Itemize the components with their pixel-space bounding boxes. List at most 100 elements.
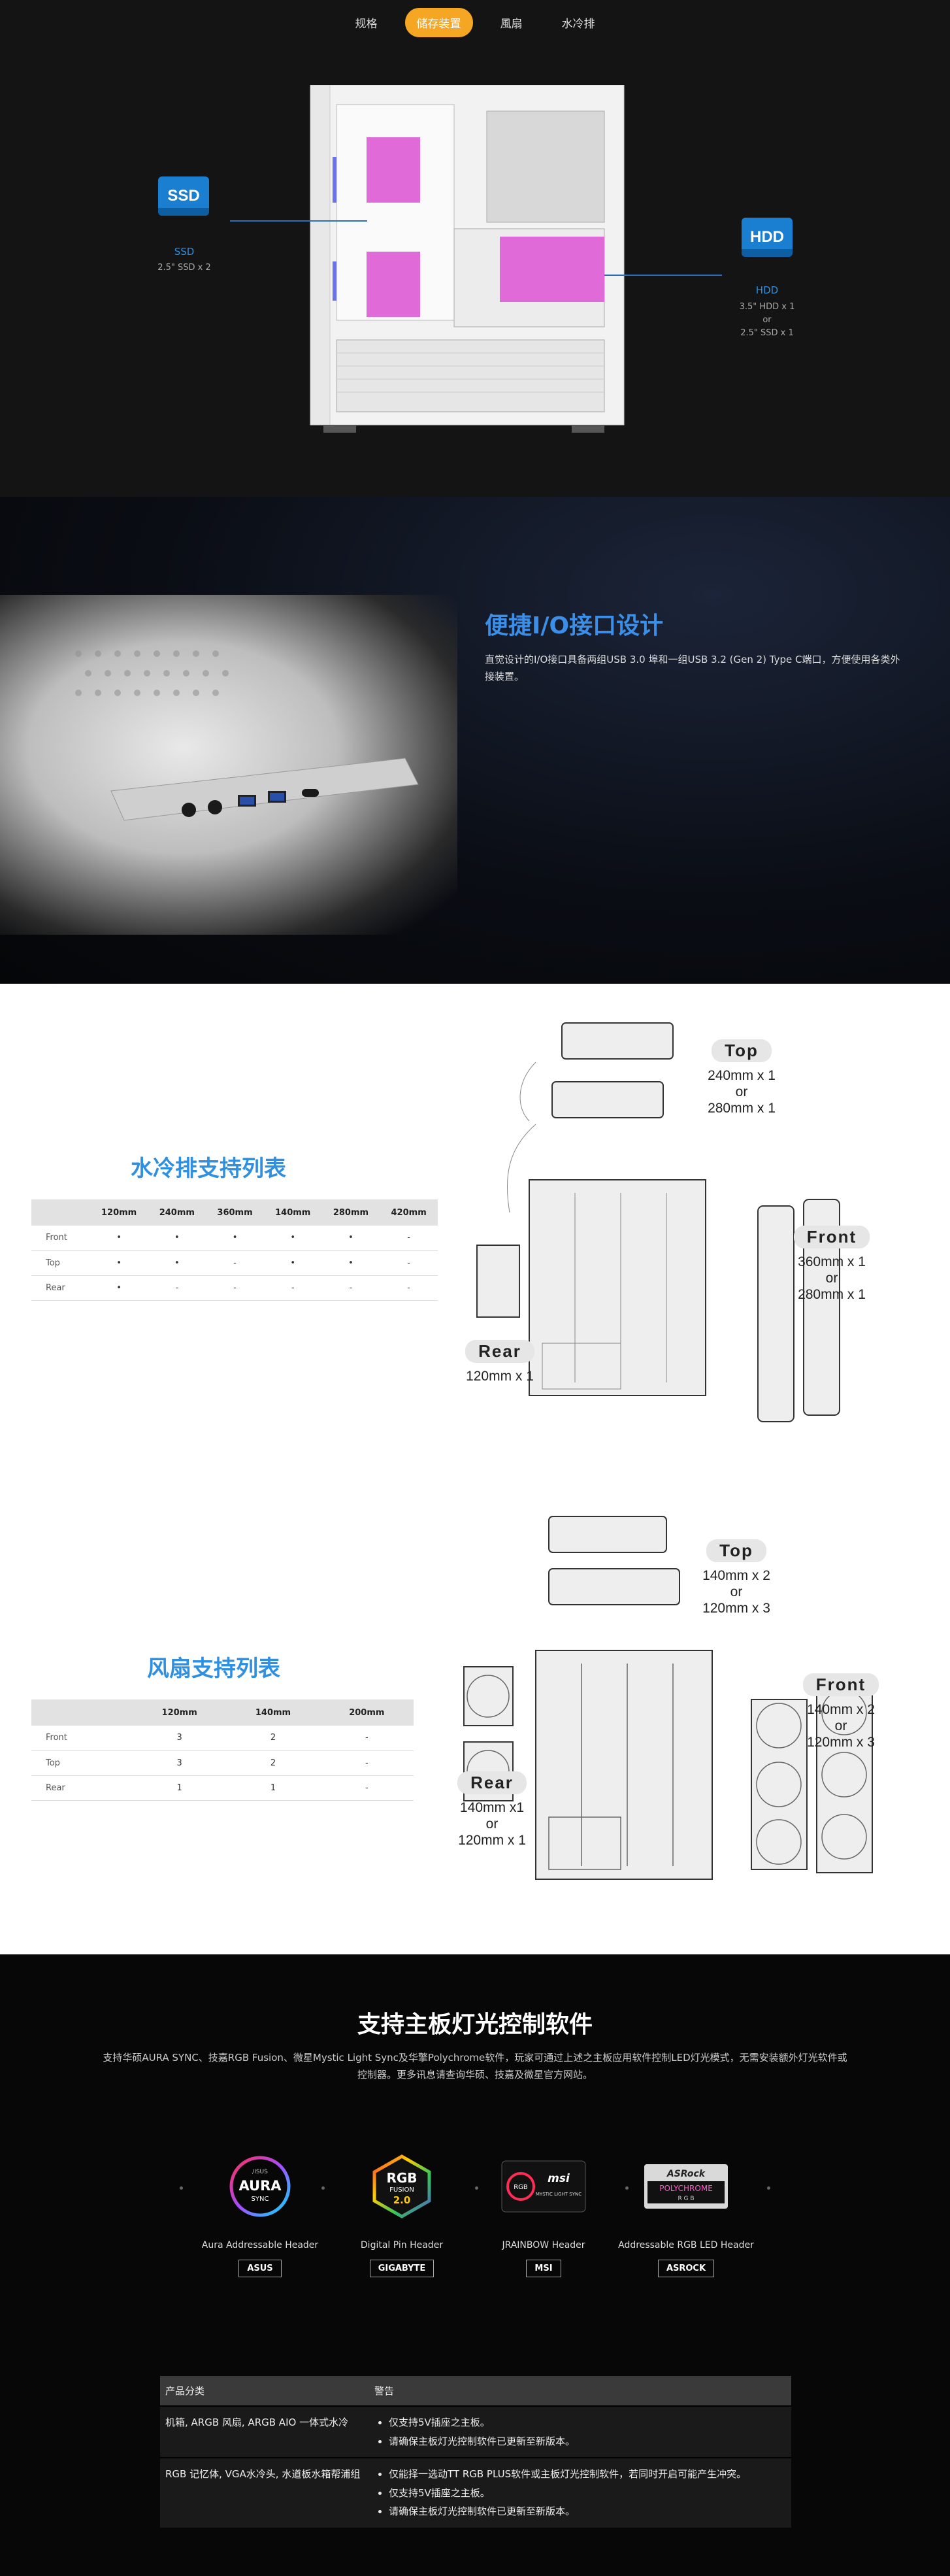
ssd-label: SSD bbox=[174, 246, 195, 258]
cell: - bbox=[321, 1275, 380, 1301]
radiator-front-pill: Front bbox=[793, 1226, 870, 1248]
brand-caption: Addressable RGB LED Header bbox=[618, 2240, 754, 2250]
fan-top-pill: Top bbox=[706, 1539, 766, 1562]
rgb-section: 支持主板灯光控制软件 支持华硕AURA SYNC、技嘉RGB Fusion、微星… bbox=[0, 1954, 950, 2576]
radiator-section: 水冷排支持列表 120mm 240mm 360mm 140mm 280mm 42… bbox=[0, 984, 950, 1484]
radiator-col-0 bbox=[31, 1199, 90, 1226]
radiator-rear-value: 120mm x 1 bbox=[466, 1369, 534, 1384]
ssd-bay-2 bbox=[367, 252, 420, 317]
brand-tag: GIGABYTE bbox=[369, 2260, 434, 2277]
radiator-front-val-1: 360mm x 1 bbox=[798, 1254, 866, 1269]
usb-c-port bbox=[302, 789, 319, 797]
ssd-spec: 2.5" SSD x 2 bbox=[157, 263, 211, 273]
brand-tag: ASUS bbox=[238, 2260, 282, 2277]
separator-dot bbox=[321, 2186, 325, 2190]
radiator-front-val-or: or bbox=[825, 1271, 838, 1286]
msi-logo-sub: MYSTIC LIGHT SYNC bbox=[536, 2192, 581, 2197]
cell: - bbox=[263, 1275, 322, 1301]
audio-port bbox=[182, 803, 196, 817]
tab-specs[interactable]: 规格 bbox=[355, 18, 378, 31]
fan-front-values: 140mm x 2 or 120mm x 3 bbox=[792, 1701, 890, 1751]
asus-logo-top: /ISUS bbox=[252, 2169, 268, 2175]
brand-caption: Digital Pin Header bbox=[360, 2240, 444, 2250]
tab-fans[interactable]: 風扇 bbox=[500, 18, 523, 31]
storage-section: 规格 储存装置 風扇 水冷排 SSD SSD 2.5" SSD x 2 HD bbox=[0, 0, 950, 497]
cell: - bbox=[380, 1226, 438, 1251]
radiator-rear-pill: Rear bbox=[465, 1340, 534, 1363]
cell: - bbox=[380, 1275, 438, 1301]
separator-dot bbox=[180, 2186, 183, 2190]
warning-table: 产品分类 警告 机箱, ARGB 风扇, ARGB AIO 一体式水冷 仅支持5… bbox=[160, 2376, 791, 2528]
fan-rear-pill: Rear bbox=[457, 1771, 527, 1794]
hdd-icon: HDD bbox=[742, 218, 793, 257]
rgb-description: 支持华硕AURA SYNC、技嘉RGB Fusion、微星Mystic Ligh… bbox=[103, 2052, 847, 2081]
radiator-front-values: 360mm x 1 or 280mm x 1 bbox=[783, 1254, 881, 1303]
fan-top-label: Top 140mm x 2 or 120mm x 3 bbox=[687, 1539, 785, 1617]
cell: • bbox=[321, 1226, 380, 1251]
rgb-title: 支持主板灯光控制软件 bbox=[357, 2011, 593, 2038]
cell: • bbox=[148, 1250, 206, 1276]
fan-rear-val-2: 120mm x 1 bbox=[458, 1833, 526, 1848]
cell: Front bbox=[31, 1726, 133, 1751]
radiator-top-pill: Top bbox=[712, 1039, 772, 1062]
table-row: Rear•----- bbox=[31, 1275, 438, 1301]
cell: - bbox=[206, 1250, 264, 1276]
warning-category: 机箱, ARGB 风扇, ARGB AIO 一体式水冷 bbox=[160, 2405, 369, 2458]
cell: - bbox=[148, 1275, 206, 1301]
cell: 3 bbox=[133, 1726, 227, 1751]
mic-port bbox=[208, 800, 222, 814]
table-row: 机箱, ARGB 风扇, ARGB AIO 一体式水冷 仅支持5V插座之主板。 … bbox=[160, 2405, 791, 2458]
hdd-spec-or: or bbox=[762, 315, 772, 326]
cell: 2 bbox=[226, 1726, 320, 1751]
warning-item: 请确保主板灯光控制软件已更新至新版本。 bbox=[389, 2502, 786, 2521]
fan-rear-label: Rear 140mm x1 or 120mm x 1 bbox=[443, 1771, 541, 1849]
asrock-polychrome-logo: ASRock POLYCHROME R G B bbox=[644, 2154, 729, 2219]
fan-top-val-2: 120mm x 3 bbox=[702, 1601, 770, 1616]
radiator-top-val-2: 280mm x 1 bbox=[708, 1101, 776, 1116]
fan-col-1: 120mm bbox=[133, 1699, 227, 1726]
radiator-title: 水冷排支持列表 bbox=[131, 1156, 286, 1182]
cell: • bbox=[90, 1226, 148, 1251]
msi-logo-top: RGB bbox=[514, 2184, 528, 2191]
brand-msi: RGB msi MYSTIC LIGHT SYNC JRAINBOW Heade… bbox=[465, 2154, 622, 2277]
fan-front-val-or: or bbox=[834, 1718, 847, 1734]
fan-col-0 bbox=[31, 1699, 133, 1726]
cell: Top bbox=[31, 1750, 133, 1776]
separator-dot bbox=[767, 2186, 770, 2190]
fan-front-label: Front 140mm x 2 or 120mm x 3 bbox=[792, 1673, 890, 1751]
fan-rear-values: 140mm x1 or 120mm x 1 bbox=[443, 1799, 541, 1849]
hdd-bay bbox=[500, 237, 604, 302]
warning-item: 仅支持5V插座之主板。 bbox=[389, 2484, 786, 2503]
asrock-logo-top: POLYCHROME bbox=[659, 2184, 713, 2193]
warning-item: 请确保主板灯光控制软件已更新至新版本。 bbox=[389, 2432, 786, 2451]
radiator-col-6: 420mm bbox=[380, 1199, 438, 1226]
msi-logo-main: msi bbox=[548, 2172, 570, 2185]
radiator-col-2: 240mm bbox=[148, 1199, 206, 1226]
cell: • bbox=[148, 1226, 206, 1251]
warning-category: RGB 记忆体, VGA水冷头, 水道板水箱帮浦组 bbox=[160, 2457, 369, 2528]
radiator-col-1: 120mm bbox=[90, 1199, 148, 1226]
asus-logo-main: AURA bbox=[238, 2178, 282, 2194]
tab-radiator[interactable]: 水冷排 bbox=[561, 18, 595, 31]
asrock-logo-main: ASRock bbox=[666, 2169, 706, 2179]
ssd-bay-1 bbox=[367, 137, 420, 203]
fan-top-val-or: or bbox=[730, 1584, 743, 1600]
cell: - bbox=[380, 1250, 438, 1276]
tab-storage[interactable]: 储存装置 bbox=[404, 8, 473, 37]
warning-col-warning: 警告 bbox=[369, 2376, 791, 2406]
cell: - bbox=[319, 1750, 414, 1776]
cell: 3 bbox=[133, 1750, 227, 1776]
aura-sync-logo: /ISUS AURA SYNC bbox=[227, 2154, 293, 2219]
io-description: 直觉设计的I/O接口具备两组USB 3.0 埠和一组USB 3.2 (Gen 2… bbox=[485, 654, 900, 682]
brand-asus: /ISUS AURA SYNC Aura Addressable Header … bbox=[182, 2154, 338, 2277]
gigabyte-logo-sub: 2.0 bbox=[393, 2194, 411, 2206]
tab-bar: 规格 储存装置 風扇 水冷排 bbox=[0, 8, 950, 37]
io-title: 便捷I/O接口设计 bbox=[485, 612, 664, 639]
cell: • bbox=[90, 1250, 148, 1276]
cell: 1 bbox=[226, 1775, 320, 1801]
brand-tag: MSI bbox=[526, 2260, 561, 2277]
cell: • bbox=[206, 1226, 264, 1251]
